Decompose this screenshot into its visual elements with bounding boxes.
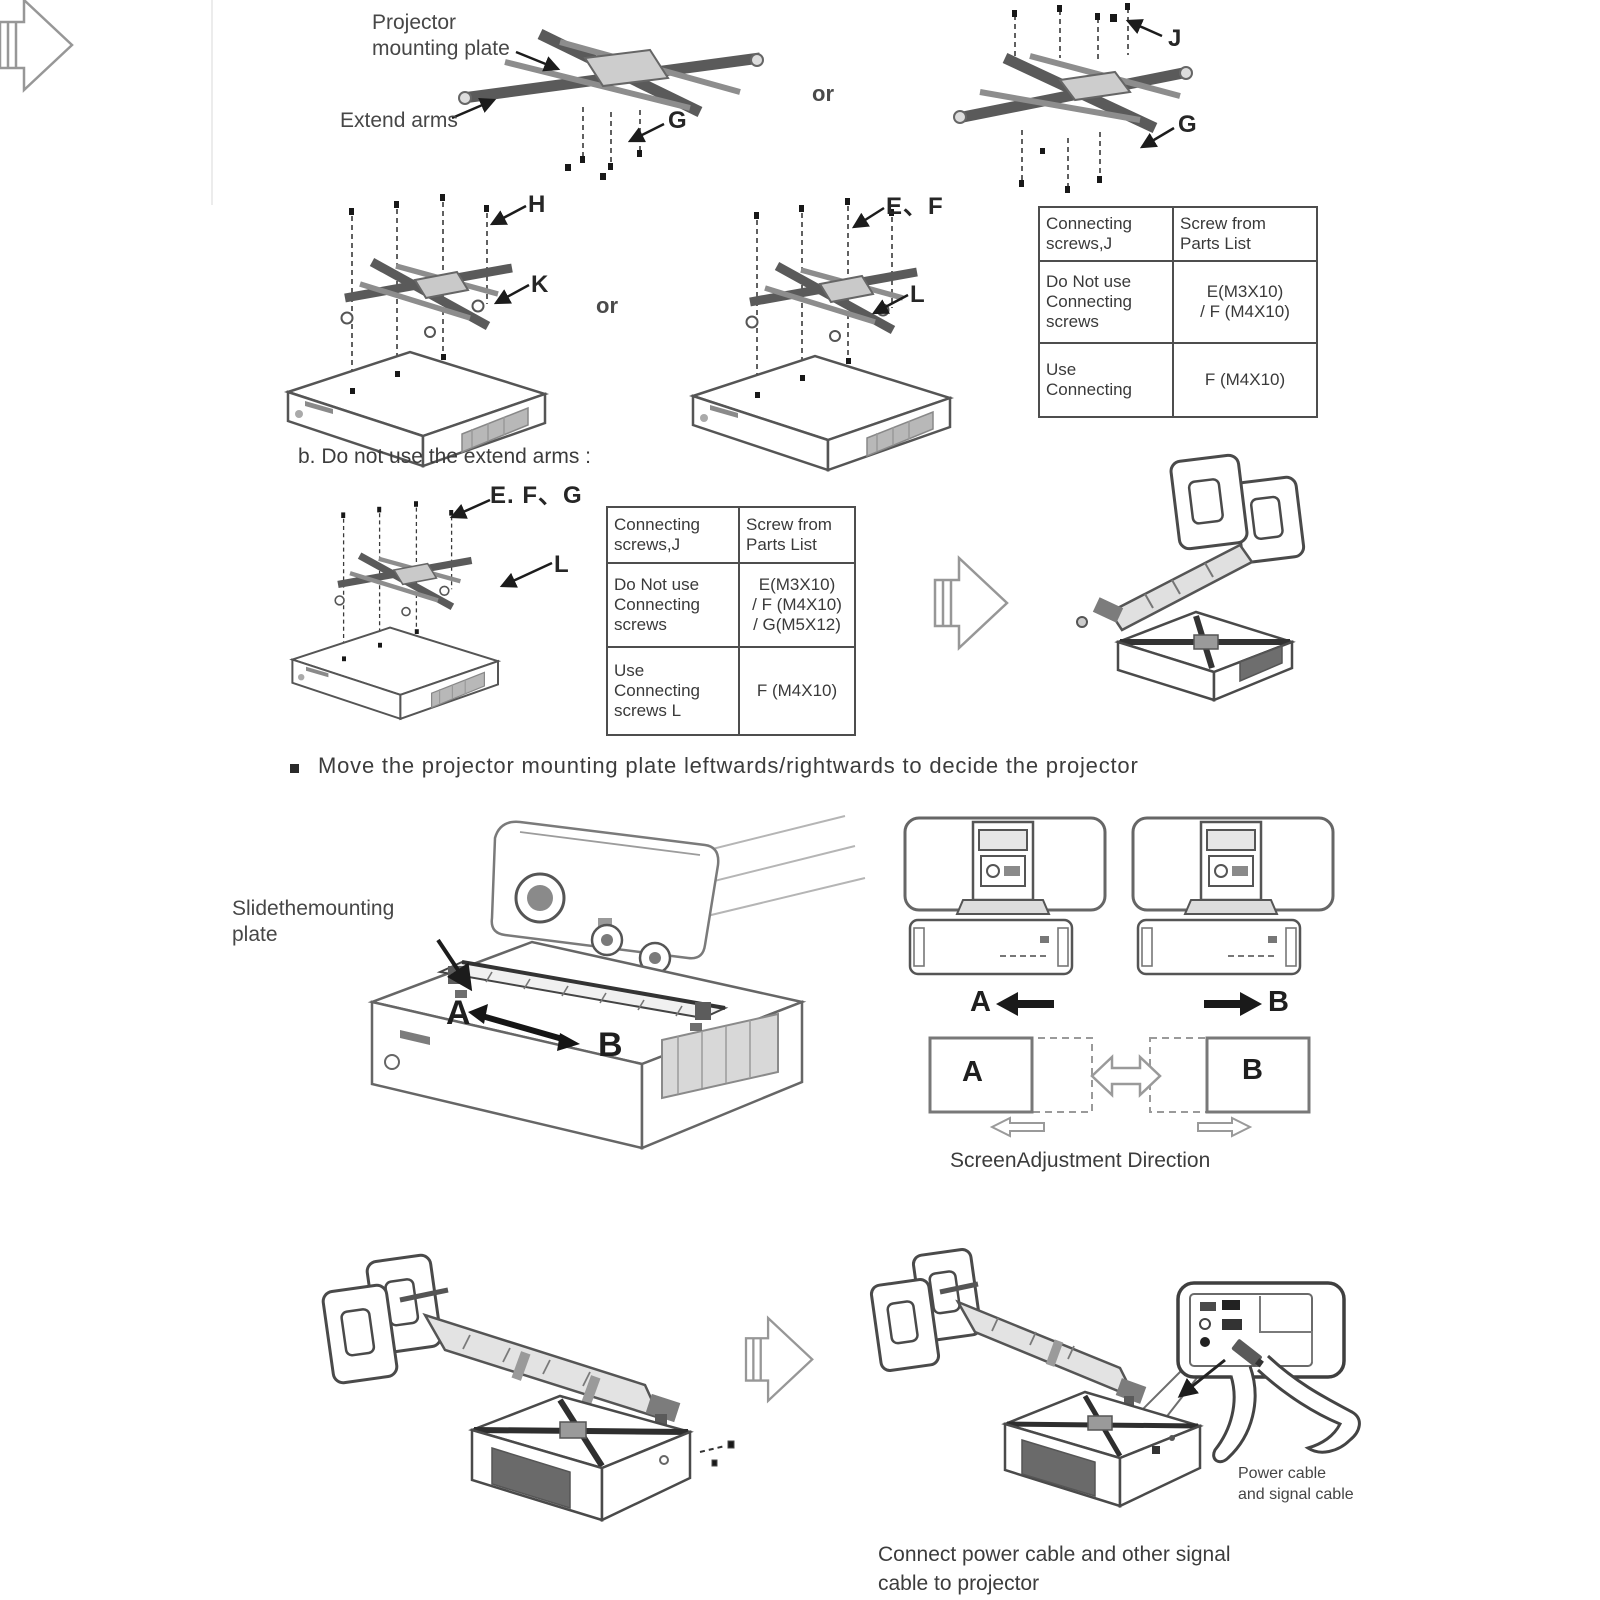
label-a-direction: A (970, 986, 991, 1018)
table-cell: Screw from Parts List (738, 506, 856, 564)
wall-arm-projector-diagram-right (869, 1248, 1361, 1508)
scan-edge-artifact (211, 0, 213, 205)
screen-box-b-label: B (1242, 1054, 1263, 1086)
slide-plate-label: Slidethemounting plate (232, 897, 395, 947)
or-word-top: or (812, 81, 834, 106)
bullet-marker (290, 764, 299, 773)
next-step-arrow-2 (744, 1316, 814, 1402)
screen-with-projector-unit (903, 816, 1107, 976)
projector-with-plate-diagram-right (693, 198, 950, 470)
extend-arms-label: Extend arms (340, 109, 458, 132)
screw-label-efg: E. F、G (490, 482, 583, 509)
step-b-heading: b. Do not use the extend arms : (298, 445, 591, 468)
screw-label-g-right: G (1178, 111, 1198, 138)
connect-cable-caption: Connect power cable and other signal cab… (878, 1543, 1231, 1596)
next-step-arrow (0, 0, 74, 93)
table-cell: Use Connecting screws L (606, 646, 740, 736)
move-plate-note: Move the projector mounting plate leftwa… (318, 753, 1139, 778)
mounting-plate-alt-diagram (953, 3, 1193, 193)
table-cell: E(M3X10) / F (M4X10) (1172, 260, 1318, 344)
screw-label-g-left: G (668, 107, 688, 134)
table-cell: E(M3X10) / F (M4X10) / G(M5X12) (738, 562, 856, 648)
screw-label-j: J (1168, 25, 1183, 52)
table-cell: Do Not use Connecting screws (606, 562, 740, 648)
table-cell: Do Not use Connecting screws (1038, 260, 1174, 344)
table-cell: F (M4X10) (738, 646, 856, 736)
connecting-screws-table-1: Connecting screws,J Screw from Parts Lis… (1038, 206, 1318, 418)
wall-arm-projector-diagram-left (321, 1253, 735, 1522)
next-step-arrow-1 (933, 556, 1009, 650)
slide-mounting-plate-diagram (367, 815, 866, 1150)
table-cell: Connecting screws,J (1038, 206, 1174, 262)
label-b-direction: B (1268, 986, 1289, 1018)
screw-label-l2: L (554, 551, 570, 578)
power-cable-label: Power cable and signal cable (1238, 1465, 1354, 1503)
table-cell: Screw from Parts List (1172, 206, 1318, 262)
direction-arrows (996, 992, 1262, 1016)
table-cell: Connecting screws,J (606, 506, 740, 564)
screen-adjustment-caption: ScreenAdjustment Direction (950, 1149, 1211, 1172)
screw-label-h: H (528, 191, 547, 218)
plate-callout-label: Projector mounting plate (372, 11, 510, 61)
or-word-mid: or (596, 293, 618, 318)
screw-label-k: K (531, 271, 550, 298)
label-b-slide: B (598, 1026, 623, 1064)
table-cell: F (M4X10) (1172, 342, 1318, 418)
screen-box-a-label: A (962, 1056, 983, 1088)
screw-callout-arrows (449, 204, 909, 588)
projector-with-plate-diagram (283, 194, 550, 468)
screw-label-ef: E、F (886, 193, 944, 220)
table-cell: Use Connecting (1038, 342, 1174, 418)
screw-label-l: L (910, 281, 926, 308)
wall-arm-assembled-diagram (1076, 453, 1306, 702)
connecting-screws-table-2: Connecting screws,J Screw from Parts Lis… (606, 506, 856, 736)
screen-adjustment-diagram (928, 1036, 1311, 1138)
projector-no-arms-diagram (292, 501, 498, 719)
screen-with-projector-unit-b (1131, 816, 1335, 976)
label-a-slide: A (446, 994, 471, 1032)
mounting-plate-with-arms-diagram (451, 29, 764, 180)
